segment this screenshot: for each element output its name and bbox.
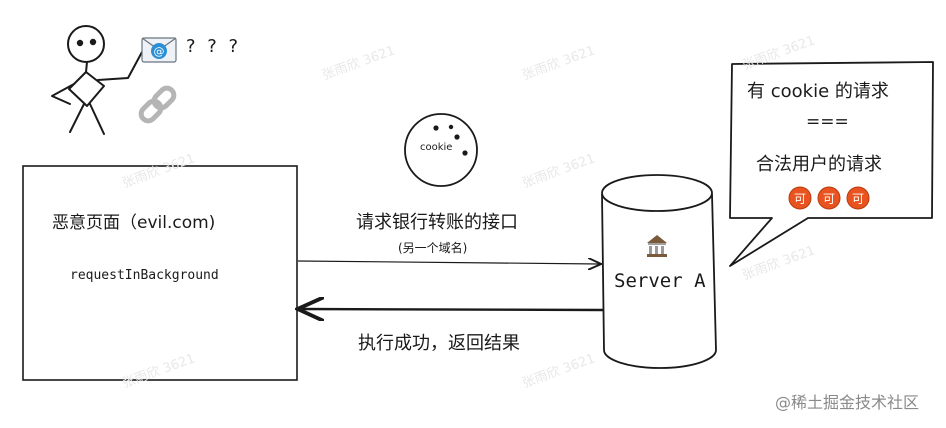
evil-page-code: requestInBackground [70, 268, 219, 283]
cookie-label: cookie [420, 142, 453, 153]
footer-credit: @稀土掘金技术社区 [775, 393, 920, 412]
bubble-line-3: 合法用户的请求 [756, 154, 882, 175]
response-label: 执行成功，返回结果 [358, 333, 520, 354]
request-label: 请求银行转账的接口 [356, 212, 518, 233]
badge-row: 可 可 可 [788, 186, 870, 210]
user-figure [51, 25, 143, 135]
server-cylinder [601, 174, 717, 369]
bubble-line-1: 有 cookie 的请求 [747, 81, 889, 102]
svg-text:@: @ [154, 45, 165, 58]
speech-bubble [729, 61, 934, 267]
question-marks: ? ? ? [186, 36, 242, 57]
server-label: Server A [614, 270, 706, 292]
svg-text:可: 可 [794, 192, 806, 206]
cookie-icon [404, 113, 478, 187]
bank-icon [647, 235, 667, 257]
user-body [68, 71, 105, 107]
svg-text:可: 可 [823, 192, 835, 206]
request-arrow [297, 261, 600, 264]
svg-text:可: 可 [852, 192, 864, 206]
approve-badge: 可 [817, 186, 841, 210]
approve-badge: 可 [788, 186, 812, 210]
evil-page-title: 恶意页面（evil.com) [52, 213, 216, 233]
request-sublabel: (另一个域名) [398, 241, 468, 255]
evil-page-box [22, 165, 298, 381]
approve-badge: 可 [846, 186, 870, 210]
user-head [67, 25, 105, 63]
response-arrow [300, 309, 605, 310]
bubble-line-2: === [806, 112, 849, 132]
email-at-icon: @ [141, 37, 177, 63]
chain-link-icon [138, 85, 177, 124]
